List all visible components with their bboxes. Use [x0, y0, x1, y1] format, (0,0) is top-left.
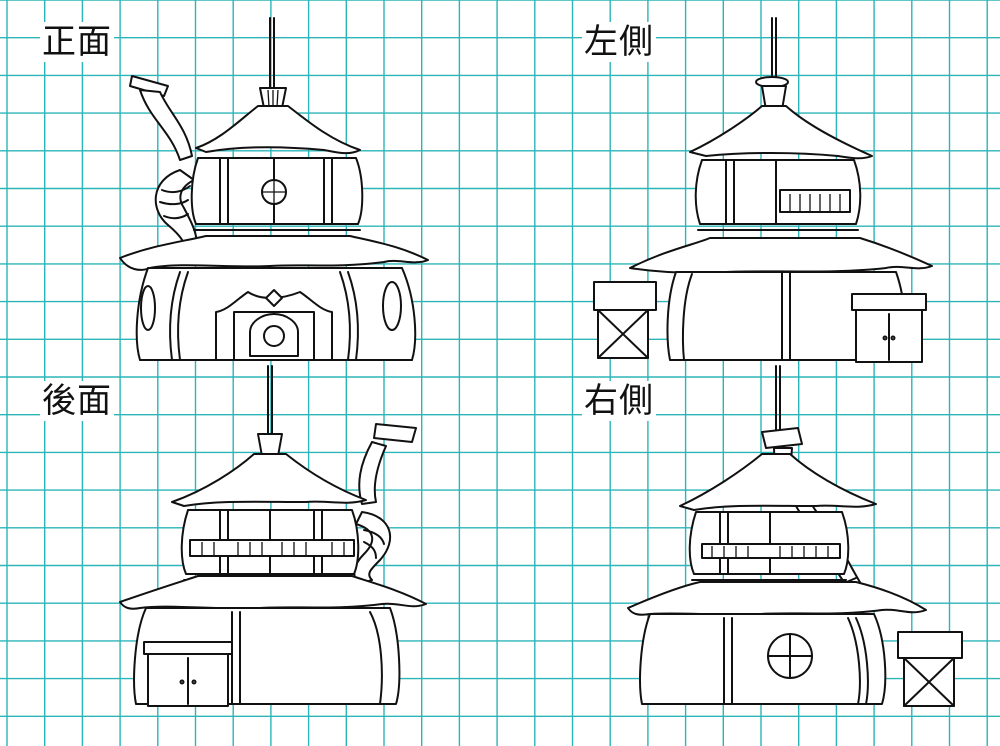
back-view-drawing: [119, 365, 427, 707]
pipe-upper: [358, 441, 387, 505]
workbench-top: [593, 281, 657, 311]
cabinet-top: [851, 293, 927, 311]
upper-roof: [171, 453, 367, 507]
pipe-upper: [139, 89, 193, 161]
workbench-top: [897, 631, 963, 659]
front-view-drawing: [119, 17, 429, 361]
upper-roof: [679, 453, 877, 511]
upper-roof: [195, 105, 361, 155]
cabinet-top: [143, 641, 233, 655]
chimney-basket: [257, 433, 283, 457]
lower-roof: [119, 575, 427, 610]
pipe-cap: [373, 423, 417, 443]
right-view-drawing: [627, 365, 963, 707]
balcony-railing: [189, 539, 355, 557]
left-view-label: 左側: [582, 22, 656, 62]
back-view-label: 後面: [40, 381, 114, 421]
upper-roof: [689, 105, 873, 160]
right-view-label: 右側: [582, 381, 656, 421]
diamond-emblem: [265, 289, 283, 307]
door-porthole: [263, 325, 285, 347]
side-window-left: [140, 285, 156, 331]
lower-roof: [629, 237, 933, 274]
balcony-railing: [701, 543, 841, 559]
front-view-label: 正面: [40, 22, 114, 62]
lower-roof: [627, 581, 927, 616]
lower-body: [639, 613, 887, 705]
left-view-drawing: [593, 17, 933, 363]
lower-roof: [119, 235, 429, 271]
balcony-railing: [779, 189, 851, 213]
pipe-cap: [761, 427, 803, 449]
side-window-right: [382, 281, 402, 331]
